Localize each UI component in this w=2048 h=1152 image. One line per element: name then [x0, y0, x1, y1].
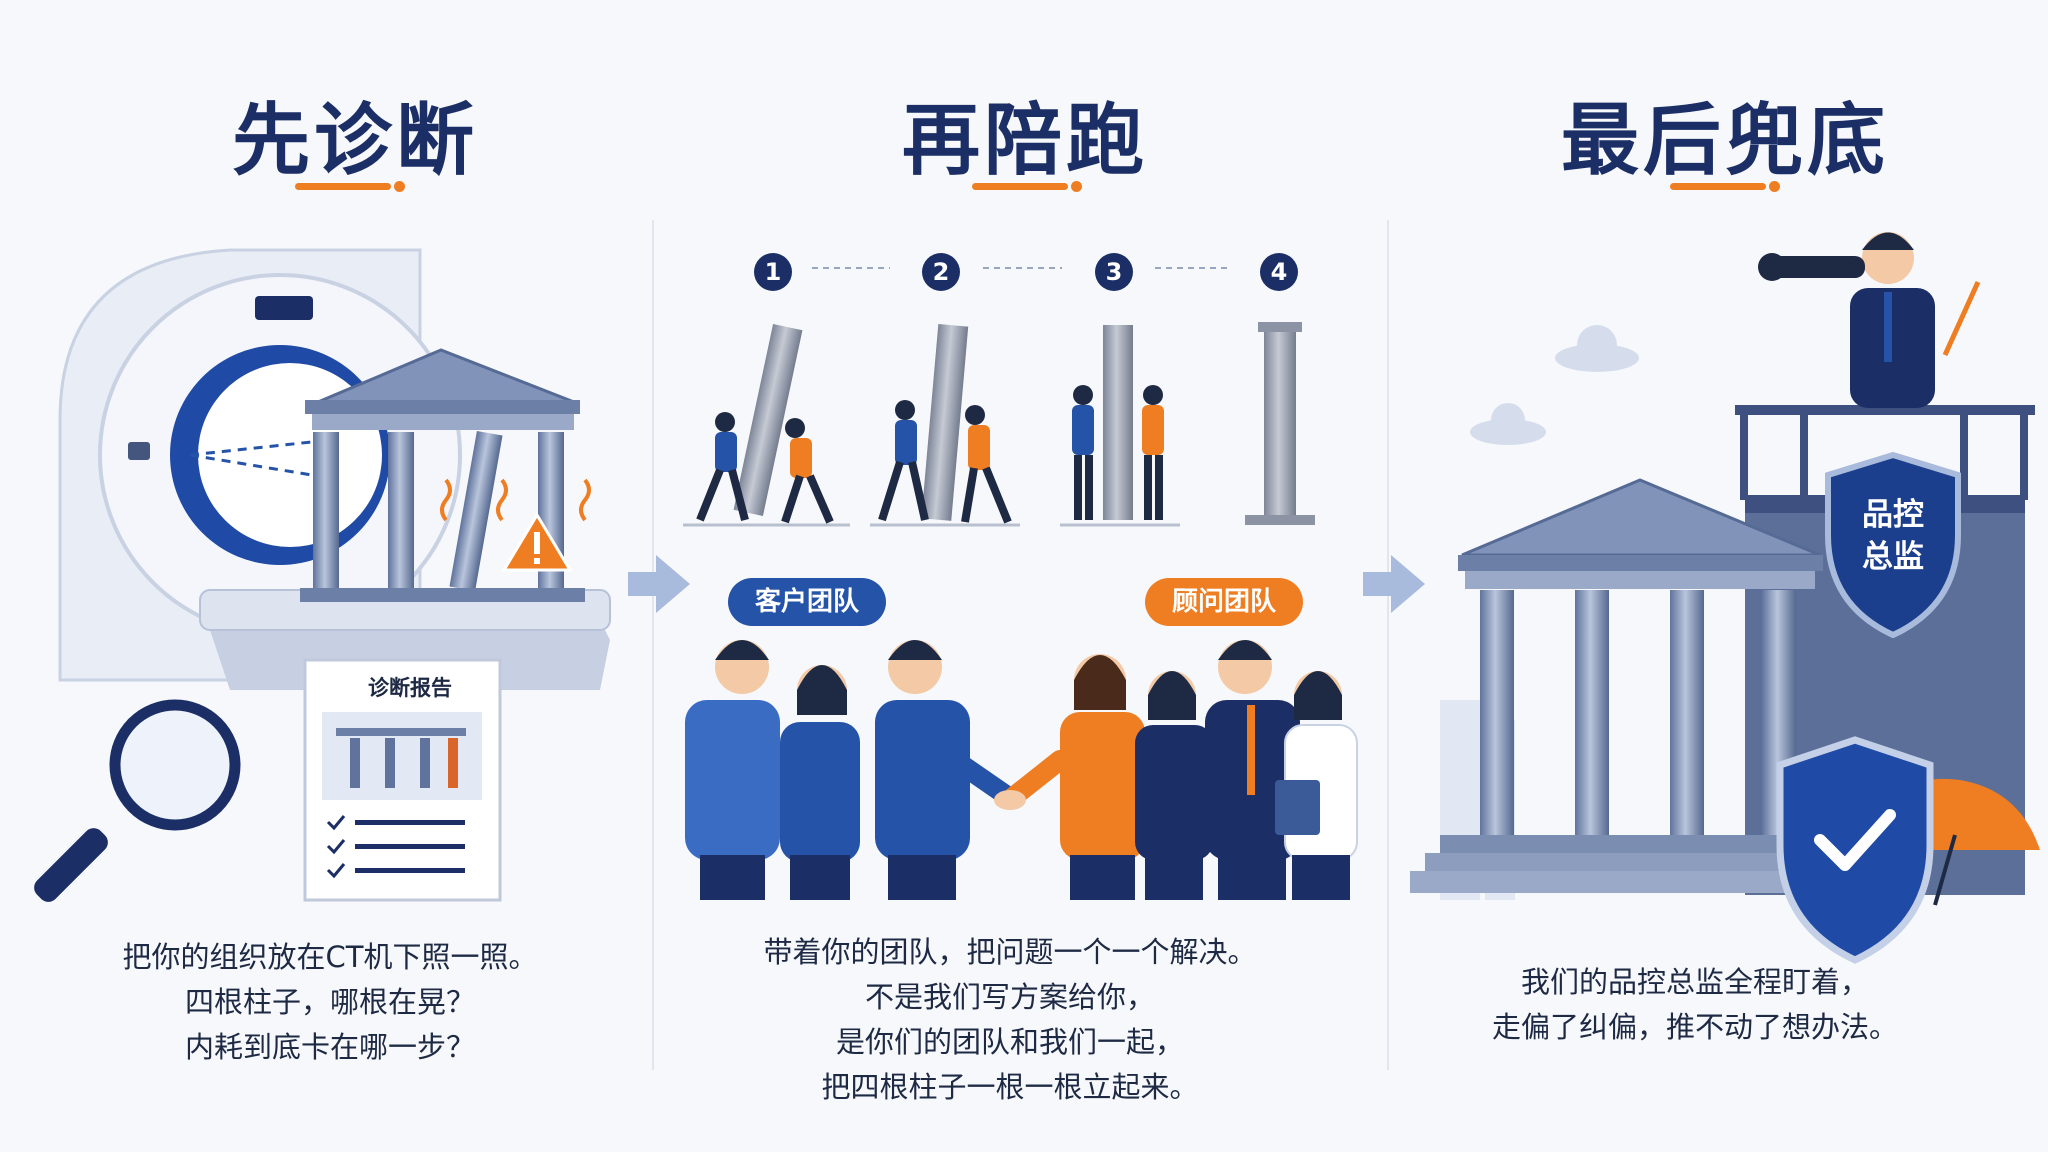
pillar-step-3: [1060, 325, 1180, 527]
title-underline-dot: [1769, 181, 1780, 192]
section-title-safeguard: 最后兜底: [1560, 96, 1889, 186]
pillar-step-4: [1245, 322, 1315, 525]
client-team-people: [685, 640, 970, 900]
shield-check-icon: [1776, 736, 1934, 964]
building-columns-icon: [300, 348, 591, 602]
qc-badge-label: 品控 总监: [1838, 494, 1948, 578]
caption-line: 是你们的团队和我们一起，: [835, 1025, 1184, 1059]
pillar-step-2: [870, 324, 1020, 527]
diagnosis-report-document: [303, 658, 502, 902]
report-title: 诊断报告: [368, 676, 452, 700]
pillar-step-1: [683, 323, 850, 527]
magnifier-icon: [34, 699, 241, 902]
title-underline: [972, 183, 1068, 190]
step-badge-4: 4: [1260, 253, 1298, 291]
step-badge-2: 2: [922, 253, 960, 291]
building-columns-icon: [1410, 478, 1880, 893]
section-title-accompany: 再陪跑: [901, 96, 1148, 186]
caption-line: 走偏了纠偏，推不动了想办法。: [1491, 1010, 1898, 1044]
title-underline: [1670, 183, 1766, 190]
caption-line: 内耗到底卡在哪一步？: [184, 1030, 475, 1064]
qc-badge-line2: 总监: [1862, 539, 1924, 575]
telescope-icon: [1758, 253, 1865, 281]
caption-line: 把你的组织放在CT机下照一照。: [122, 940, 538, 974]
caption-line: 带着你的团队，把问题一个一个解决。: [763, 935, 1257, 969]
caption-diagnose: 把你的组织放在CT机下照一照。 四根柱子，哪根在晃？ 内耗到底卡在哪一步？: [60, 935, 600, 1070]
caption-line: 把四根柱子一根一根立起来。: [821, 1070, 1199, 1104]
arrow-right-icon: [628, 555, 690, 613]
title-underline-dot: [394, 181, 405, 192]
section-title-diagnose: 先诊断: [231, 96, 478, 186]
title-underline-dot: [1071, 181, 1082, 192]
caption-line: 不是我们写方案给你，: [864, 980, 1155, 1014]
caption-line: 四根柱子，哪根在晃？: [184, 985, 475, 1019]
client-team-label: 客户团队: [728, 578, 886, 626]
qc-badge-line1: 品控: [1862, 497, 1924, 533]
consultant-team-people: [1060, 640, 1358, 900]
arrow-right-icon: [1363, 555, 1425, 613]
shield-badge-icon: [1825, 451, 1961, 639]
caption-safeguard: 我们的品控总监全程盯着， 走偏了纠偏，推不动了想办法。: [1430, 960, 1960, 1050]
caption-accompany: 带着你的团队，把问题一个一个解决。 不是我们写方案给你， 是你们的团队和我们一起…: [690, 930, 1330, 1110]
caption-line: 我们的品控总监全程盯着，: [1520, 965, 1869, 999]
consultant-team-label: 顾问团队: [1145, 578, 1303, 626]
step-badge-3: 3: [1095, 253, 1133, 291]
title-underline: [295, 183, 391, 190]
handshake-icon: [945, 750, 1070, 810]
cloud-icon: [1470, 325, 1639, 445]
quality-director-person: [1850, 232, 1981, 408]
ct-scanner-icon: [58, 248, 611, 690]
warning-icon: [501, 512, 573, 572]
step-badge-1: 1: [754, 253, 792, 291]
